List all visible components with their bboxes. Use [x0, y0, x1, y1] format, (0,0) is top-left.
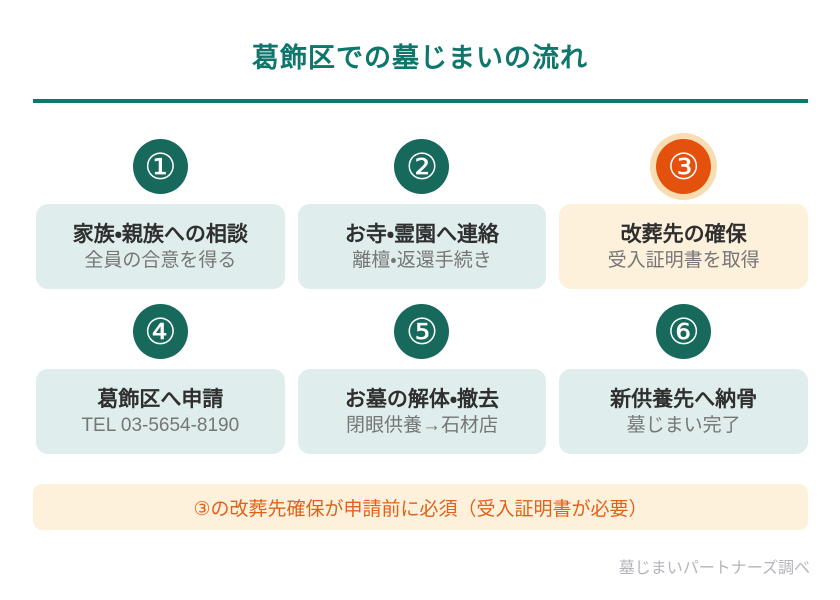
- step-3-title: 改葬先の確保: [620, 222, 747, 246]
- step-5: ⑤ お墓の解体・撤去 閉眼供養→石材店: [297, 304, 547, 454]
- step-6-subtitle: 墓じまい完了: [626, 414, 741, 436]
- page-title: 葛飾区での墓じまいの流れ: [252, 43, 588, 73]
- step-5-title: お墓の解体・撤去: [344, 387, 500, 411]
- step-6: ⑥ 新供養先へ納骨 墓じまい完了: [559, 304, 808, 454]
- step-3-subtitle: 受入証明書を取得: [607, 249, 760, 271]
- step-4: ④ 葛飾区へ申請 TEL 03-5654-8190: [36, 304, 285, 454]
- step-4-title: 葛飾区へ申請: [97, 387, 224, 411]
- step-5-number-badge: ⑤: [394, 304, 450, 359]
- step-4-card: 葛飾区へ申請 TEL 03-5654-8190: [36, 369, 285, 454]
- step-2-subtitle: 離檀・返還手続き: [352, 249, 492, 271]
- step-4-subtitle: TEL 03-5654-8190: [81, 414, 240, 436]
- step-5-card: お墓の解体・撤去 閉眼供養→石材店: [297, 369, 547, 454]
- step-2: ② お寺・霊園へ連絡 離檀・返還手続き: [297, 139, 547, 289]
- step-5-subtitle: 閉眼供養→石材店: [345, 414, 498, 436]
- step-6-number-badge: ⑥: [656, 304, 712, 359]
- step-1-subtitle: 全員の合意を得る: [84, 249, 237, 271]
- important-note-banner: ③の改葬先確保が申請前に必須（受入証明書が必要）: [33, 484, 808, 530]
- step-2-number-badge: ②: [394, 139, 450, 194]
- step-2-card: お寺・霊園へ連絡 離檀・返還手続き: [297, 204, 547, 289]
- step-3-card: 改葬先の確保 受入証明書を取得: [559, 204, 808, 289]
- title-divider: [33, 99, 808, 103]
- step-4-number-badge: ④: [132, 304, 188, 359]
- step-1: ① 家族・親族への相談 全員の合意を得る: [36, 139, 285, 289]
- step-1-card: 家族・親族への相談 全員の合意を得る: [36, 204, 285, 289]
- step-1-number-badge: ①: [132, 139, 188, 194]
- steps-grid: ① 家族・親族への相談 全員の合意を得る ② お寺・霊園へ連絡 離檀・返還手続き…: [36, 139, 808, 454]
- step-2-title: お寺・霊園へ連絡: [344, 222, 500, 246]
- step-1-title: 家族・親族への相談: [72, 222, 248, 246]
- step-6-title: 新供養先へ納骨: [610, 387, 758, 411]
- step-6-card: 新供養先へ納骨 墓じまい完了: [559, 369, 808, 454]
- source-credit: 墓じまいパートナーズ調べ: [618, 560, 810, 577]
- step-3-number-badge: ③: [656, 139, 712, 194]
- step-3-highlighted: ③ 改葬先の確保 受入証明書を取得: [559, 139, 808, 289]
